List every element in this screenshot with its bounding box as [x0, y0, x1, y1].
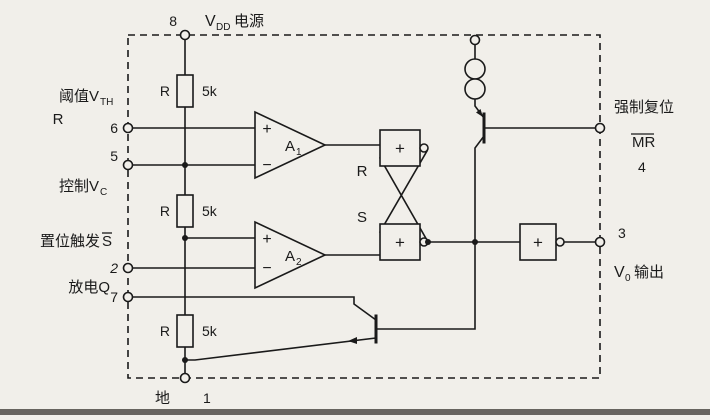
trigger-label: 置位触发 — [40, 233, 100, 250]
resistor3-body — [176, 314, 194, 348]
threshold-label: 阈值V — [59, 88, 99, 105]
resistor1-label: R — [160, 83, 170, 99]
flipflop-s-input-label: S — [357, 209, 367, 226]
pin-terminals — [122, 29, 606, 384]
pin2-terminal — [122, 262, 134, 274]
output-label-subscript: 0 — [625, 273, 631, 284]
pin4-number: 4 — [638, 159, 646, 175]
vdd-internal-terminal — [469, 34, 481, 46]
reset-label-mr: MR — [632, 134, 655, 151]
output-label-v: V — [614, 264, 625, 281]
comparator-a1-minus-input: − — [262, 157, 271, 174]
resistor2-value: 5k — [202, 203, 218, 219]
flipflop-r-input-label: R — [357, 163, 368, 180]
pin7-number: 7 — [110, 289, 118, 305]
ground-label: 地 — [155, 390, 170, 407]
comparator-a1-body — [254, 110, 327, 180]
nor-gate-r-glyph: + — [395, 139, 405, 158]
resistor2-label: R — [160, 203, 170, 219]
control-label-subscript: C — [100, 187, 107, 198]
reset-transistor-emitter-arrow-icon — [476, 109, 483, 117]
resistor3-value: 5k — [202, 323, 218, 339]
pin1-terminal — [179, 372, 191, 384]
output-gate-glyph: + — [533, 233, 543, 252]
discharge-transistor-emitter-arrow-icon — [348, 337, 357, 344]
nor-gate-s-body — [379, 223, 421, 261]
threshold-label-line2: R — [53, 111, 64, 128]
comparator-a2-label-subscript: 2 — [296, 257, 302, 268]
pin1-number: 1 — [203, 390, 211, 406]
comparator-a2-label: A — [285, 248, 295, 265]
pin5-terminal — [122, 159, 134, 171]
scan-shadow — [0, 409, 710, 415]
vdd-label-cn: 电源 — [234, 13, 264, 30]
nor-gate-s-glyph: + — [395, 233, 405, 252]
comparator-a2-plus-input: + — [262, 231, 271, 248]
pin3-number: 3 — [618, 225, 626, 241]
ic-boundary — [127, 34, 601, 379]
trigger-label-s: S — [102, 233, 112, 250]
pin3-terminal — [594, 236, 606, 248]
pin6-terminal — [122, 122, 134, 134]
resistor1-body — [176, 74, 194, 108]
pin7-terminal — [122, 291, 134, 303]
resistor1-value: 5k — [202, 83, 218, 99]
output-gate-inversion-bubble-icon — [555, 237, 565, 247]
control-label: 控制V — [59, 178, 99, 195]
discharge-label: 放电Q — [68, 279, 110, 296]
comparator-a1-label-subscript: 1 — [296, 147, 302, 158]
reset-label: 强制复位 — [614, 98, 674, 116]
comparator-a1-plus-input: + — [262, 121, 271, 138]
resistor2-body — [176, 194, 194, 228]
junction-dots — [182, 162, 478, 363]
output-label-cn: 输出 — [634, 264, 664, 281]
wires — [131, 38, 597, 375]
pin8-terminal — [179, 29, 191, 41]
output-gate-body — [519, 223, 557, 261]
vdd-label-subscript: DD — [216, 22, 230, 33]
resistor3-label: R — [160, 323, 170, 339]
vdd-label: V — [205, 13, 216, 30]
pin5-number: 5 — [110, 148, 118, 164]
nor-gate-r-inversion-bubble-icon — [419, 143, 429, 153]
comparator-a2-minus-input: − — [262, 260, 271, 277]
comparator-a1-label: A — [285, 138, 295, 155]
pin4-terminal — [594, 122, 606, 134]
current-source-icon — [464, 58, 486, 80]
pin6-number: 6 — [110, 120, 118, 136]
pin2-number: 2 — [109, 260, 118, 276]
comparator-a2-body — [254, 220, 327, 290]
current-source-icon — [464, 78, 486, 100]
pin8-number: 8 — [169, 13, 177, 29]
threshold-label-subscript: TH — [100, 97, 113, 108]
